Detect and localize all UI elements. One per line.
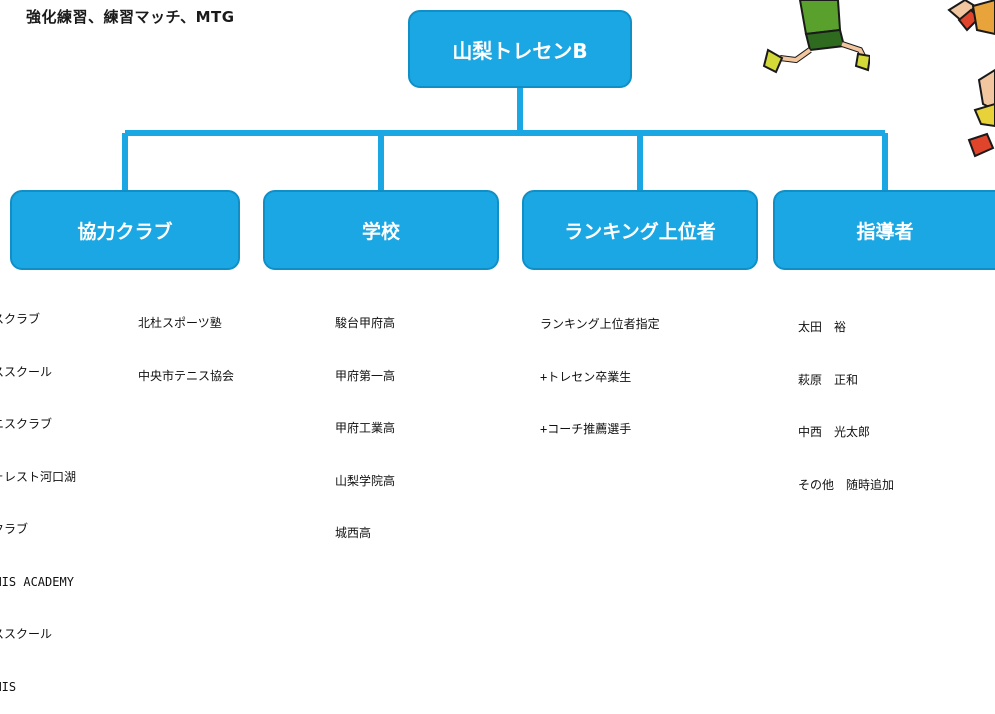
list-item: 太田 裕 bbox=[798, 320, 847, 334]
list-item: ニスクラブ bbox=[0, 312, 41, 326]
list-item: 中央市テニス協会 bbox=[138, 368, 235, 383]
runner-illustration-1 bbox=[762, 0, 870, 74]
clubs-list-1: ニスクラブ ニススクール テニスクラブ フォレスト河口湖 スクラブ ENNIS … bbox=[0, 276, 140, 714]
list-item: フォレスト河口湖 bbox=[0, 469, 77, 484]
branch-node-schools: 学校 bbox=[263, 190, 499, 270]
schools-list: 駿台甲府高 甲府第一高 甲府工業高 山梨学院高 城西高 bbox=[335, 280, 395, 560]
list-item: ENNIS bbox=[0, 679, 17, 694]
list-item: 甲府工業高 bbox=[335, 421, 396, 435]
branch-node-ranking: ランキング上位者 bbox=[522, 190, 758, 270]
list-item: 山梨学院高 bbox=[335, 473, 396, 488]
branch-node-coaches: 指導者 bbox=[773, 190, 995, 270]
list-item: スクラブ bbox=[0, 522, 29, 536]
list-item: その他 随時追加 bbox=[798, 477, 895, 492]
list-item: テニスクラブ bbox=[0, 417, 53, 431]
list-item: ランキング上位者指定 bbox=[540, 317, 660, 331]
list-item: ニススクール bbox=[0, 364, 53, 379]
org-chart-connectors bbox=[122, 88, 888, 190]
list-item: 北杜スポーツ塾 bbox=[138, 316, 222, 330]
list-item: ENNIS ACADEMY bbox=[0, 574, 74, 589]
list-item: 萩原 正和 bbox=[798, 372, 859, 387]
runner-illustration-2 bbox=[947, 0, 995, 158]
list-item: 甲府第一高 bbox=[335, 368, 396, 383]
root-node: 山梨トレセンB bbox=[408, 10, 632, 88]
list-item: ニススクール bbox=[0, 627, 53, 641]
list-item: +トレセン卒業生 bbox=[540, 369, 632, 384]
list-item: 駿台甲府高 bbox=[335, 316, 396, 330]
branch-node-clubs: 協力クラブ bbox=[10, 190, 240, 270]
list-item: 城西高 bbox=[335, 526, 372, 540]
coaches-list: 太田 裕 萩原 正和 中西 光太郎 その他 随時追加 bbox=[798, 284, 894, 512]
list-item: 中西 光太郎 bbox=[798, 425, 871, 439]
page-heading: 強化練習、練習マッチ、MTG bbox=[26, 8, 235, 26]
clubs-list-2: 北杜スポーツ塾 中央市テニス協会 bbox=[138, 280, 234, 403]
